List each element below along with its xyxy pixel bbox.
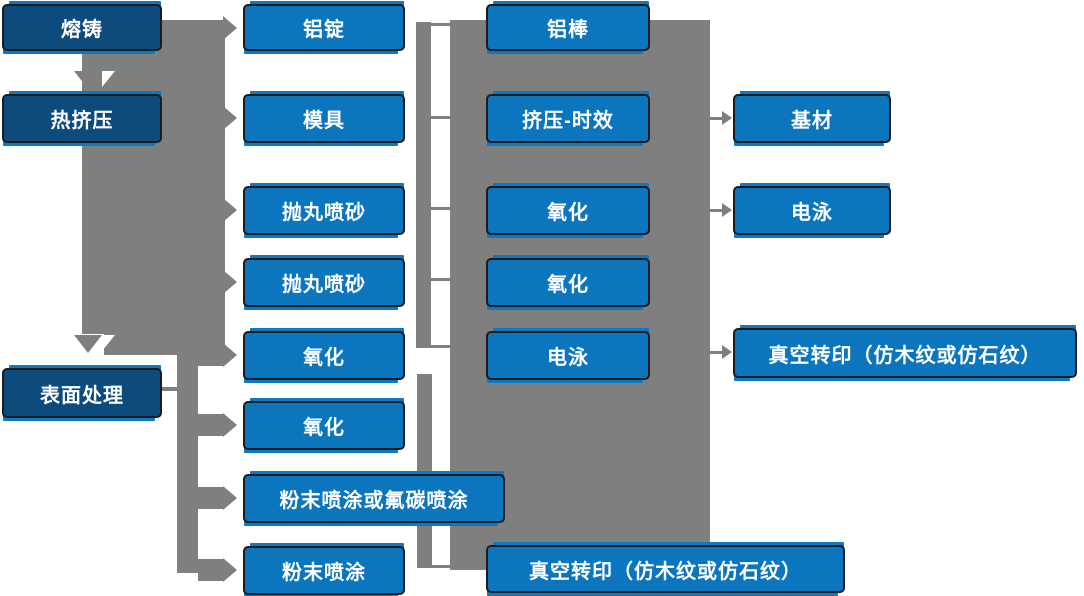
node-base-material: 基材 <box>733 94 891 143</box>
arrow-line-to-electrophoresis-2 <box>710 209 723 212</box>
arrowhead-to-oxidation-2 <box>223 413 237 437</box>
merge-link-row2 <box>431 116 450 119</box>
arrowhead-to-shot-blasting-2 <box>223 270 237 294</box>
merge-link-bottom <box>432 565 452 568</box>
arrow-body-to-powder-coating <box>198 559 223 581</box>
arrow-line-to-base-material <box>710 117 723 120</box>
arrowhead-to-shot-blasting-1 <box>223 198 237 222</box>
merge-link-row5 <box>431 345 450 348</box>
connector-backbone <box>82 20 225 334</box>
node-surface-treatment: 表面处理 <box>2 368 162 418</box>
connector-surface-link <box>162 387 177 391</box>
arrowhead-to-hot-extrusion <box>74 71 102 89</box>
node-shot-blasting-1: 抛丸喷砂 <box>243 186 405 235</box>
notch-left-surface-treatment <box>61 335 74 351</box>
arrowhead-to-powder-coating <box>223 558 237 582</box>
arrowhead-to-mold <box>223 106 237 130</box>
arrow-body-to-oxidation-1 <box>198 344 223 366</box>
connector-backbone-lower-extension <box>104 334 225 355</box>
arrow-line-to-vacuum-transfer-right <box>710 351 723 354</box>
arrowhead-to-oxidation-1 <box>223 343 237 367</box>
connector-surface-band <box>177 355 198 573</box>
arrow-body-to-oxidation-2 <box>198 414 223 436</box>
notch-right-surface-treatment <box>102 335 115 351</box>
merge-link-row1 <box>431 23 450 26</box>
arrowhead-to-aluminum-ingot <box>223 16 237 40</box>
node-mold: 模具 <box>243 94 405 143</box>
notch-left-hot-extrusion <box>61 71 74 87</box>
node-electrophoresis-1: 电泳 <box>486 331 650 380</box>
node-shot-blasting-2: 抛丸喷砂 <box>243 258 405 307</box>
merge-link-row4 <box>431 278 450 281</box>
arrowhead-to-base-material <box>722 111 732 125</box>
node-extrusion-aging: 挤压-时效 <box>486 94 650 143</box>
node-vacuum-transfer-right: 真空转印（仿木纹或仿石纹） <box>733 328 1077 378</box>
arrowhead-to-surface-treatment <box>74 335 102 353</box>
arrow-body-to-powder-or-fluorocarbon <box>198 487 223 509</box>
node-hot-extrusion: 热挤压 <box>2 94 162 143</box>
connector-merge-bar-upper <box>416 22 431 348</box>
node-oxidation-3: 氧化 <box>486 186 650 235</box>
node-oxidation-1: 氧化 <box>243 331 405 380</box>
node-electrophoresis-2: 电泳 <box>733 186 891 235</box>
node-melting-casting: 熔铸 <box>2 4 162 51</box>
node-vacuum-transfer-bottom: 真空转印（仿木纹或仿石纹） <box>486 545 845 593</box>
node-oxidation-4: 氧化 <box>486 258 650 307</box>
arrowhead-to-vacuum-transfer-right <box>722 345 732 359</box>
node-oxidation-2: 氧化 <box>243 401 405 450</box>
node-powder-or-fluorocarbon-coating: 粉末喷涂或氟碳喷涂 <box>243 474 505 523</box>
arrowhead-to-electrophoresis-2 <box>722 203 732 217</box>
node-aluminum-ingot: 铝锭 <box>243 4 405 51</box>
merge-link-row3 <box>431 207 450 210</box>
notch-right-hot-extrusion <box>102 71 115 87</box>
arrowhead-to-powder-or-fluorocarbon <box>223 486 237 510</box>
connector-merge-bar-lower <box>417 374 432 568</box>
node-powder-coating: 粉末喷涂 <box>243 546 405 595</box>
node-aluminum-rod: 铝棒 <box>486 4 650 51</box>
